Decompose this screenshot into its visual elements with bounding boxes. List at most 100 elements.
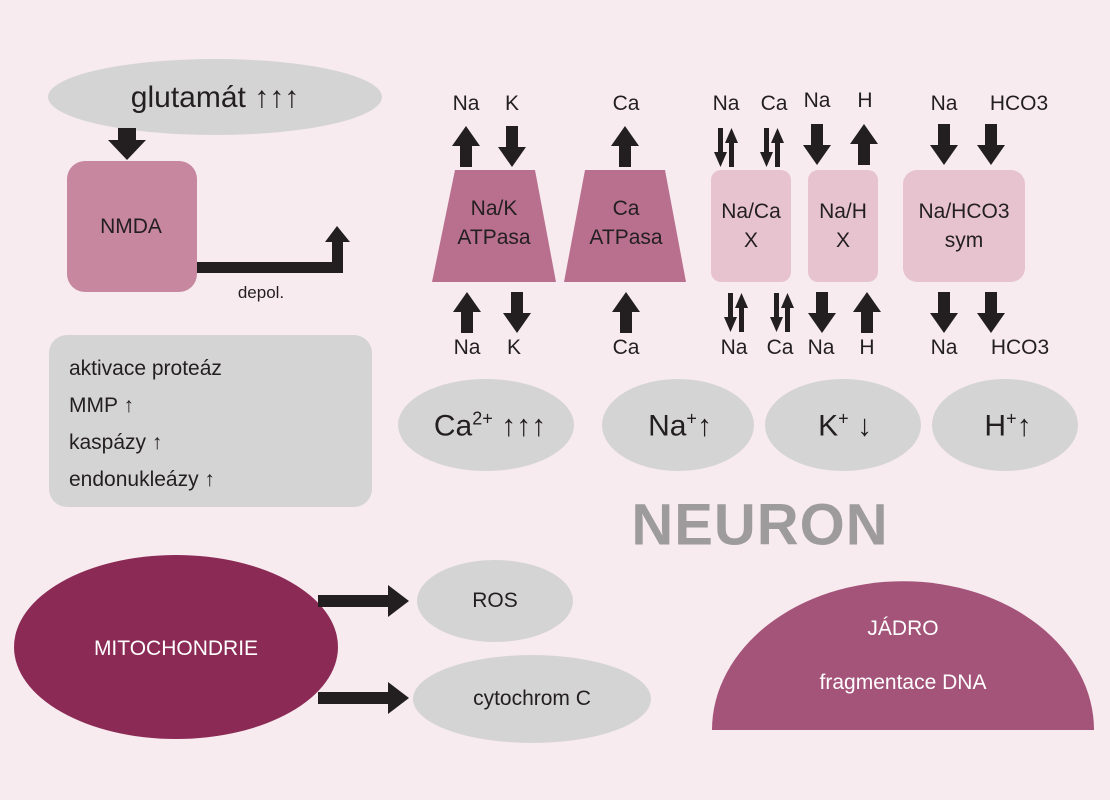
ion-change-arrow: ↑ bbox=[1016, 409, 1032, 443]
nucleus bbox=[712, 581, 1094, 730]
naca-label-2: X bbox=[743, 229, 759, 252]
top-transport-arrows bbox=[452, 124, 1005, 167]
ion-change-arrow: ↑ bbox=[696, 409, 712, 443]
ion-change-arrow: ↓ bbox=[856, 409, 872, 443]
arrow-down bbox=[930, 124, 958, 165]
ion-charge: 2+ bbox=[472, 408, 493, 429]
nah-bottom-h-label: H bbox=[859, 336, 875, 359]
nah-bottom-na-label: Na bbox=[807, 336, 835, 359]
nak-bottom-na-label: Na bbox=[453, 336, 481, 359]
na-hco3-symporter bbox=[903, 170, 1025, 282]
arrow-up bbox=[453, 292, 481, 333]
ion-oval-na bbox=[602, 379, 754, 471]
mitochondria-label: MITOCHONDRIE bbox=[93, 637, 259, 660]
arrow-down bbox=[770, 293, 783, 332]
mitochondria bbox=[14, 555, 338, 739]
enzyme-line: endonukleázy ↑ bbox=[69, 468, 215, 491]
nah-label-2: X bbox=[835, 229, 851, 252]
ion-change-arrow: ↑↑↑ bbox=[501, 409, 547, 443]
ion-oval-k bbox=[765, 379, 921, 471]
naca-top-na-label: Na bbox=[712, 92, 740, 115]
ca-pump-label-1: Ca bbox=[612, 197, 640, 220]
nahco3-label-2: sym bbox=[944, 229, 984, 252]
nmda-receptor bbox=[67, 161, 197, 292]
depolarization-arrow bbox=[197, 226, 350, 273]
cytochrome-c-label: cytochrom C bbox=[473, 687, 591, 710]
ion-symbol: K bbox=[818, 409, 839, 443]
arrow-up bbox=[850, 124, 878, 165]
glutamate-oval bbox=[48, 59, 382, 135]
arrow-up bbox=[735, 293, 748, 332]
cytochrome-c-oval bbox=[413, 655, 651, 743]
nak-label-2: ATPasa bbox=[457, 226, 531, 249]
nahco3-top-na-label: Na bbox=[930, 92, 958, 115]
glutamate-label: glutamát ↑↑↑ bbox=[130, 81, 300, 114]
arrow-up bbox=[452, 126, 480, 167]
naca-bottom-na-label: Na bbox=[720, 336, 748, 359]
ion-change-na: Na+↑ bbox=[648, 409, 712, 444]
ros-label: ROS bbox=[472, 589, 518, 612]
neuron-title: NEURON bbox=[631, 492, 889, 558]
arrow-up bbox=[781, 293, 794, 332]
arrow-down bbox=[977, 292, 1005, 333]
naca-label-1: Na/Ca bbox=[721, 200, 781, 223]
enzyme-line: MMP ↑ bbox=[69, 394, 134, 417]
ros-oval bbox=[417, 560, 573, 642]
arrow-up bbox=[612, 292, 640, 333]
arrow-down bbox=[760, 128, 773, 167]
ca-atpase bbox=[564, 170, 686, 282]
arrow-down bbox=[498, 126, 526, 167]
arrow-up bbox=[853, 292, 881, 333]
nmda-label: NMDA bbox=[100, 215, 162, 238]
arrow-down bbox=[803, 124, 831, 165]
ion-charge: + bbox=[686, 408, 697, 429]
na-k-atpase bbox=[432, 170, 556, 282]
nahco3-label-1: Na/HCO3 bbox=[918, 200, 1010, 223]
ion-change-h: H+↑ bbox=[984, 409, 1031, 444]
ca-pump-label-2: ATPasa bbox=[589, 226, 663, 249]
enzyme-line: aktivace proteáz bbox=[69, 357, 222, 380]
ion-change-k: K+ ↓ bbox=[818, 409, 872, 444]
enzyme-activation-box bbox=[49, 335, 372, 507]
nucleus-title: JÁDRO bbox=[867, 617, 939, 640]
mitochondria-to-ros-arrow bbox=[318, 585, 409, 617]
ion-change-ca: Ca2+ ↑↑↑ bbox=[434, 409, 546, 444]
mitochondria-to-cytochrome-arrow bbox=[318, 682, 409, 714]
ion-symbol: Ca bbox=[433, 409, 473, 443]
ion-symbol: H bbox=[984, 409, 1007, 443]
glutamate-to-nmda-arrow bbox=[108, 128, 146, 160]
nahco3-bottom-hco3-label: HCO3 bbox=[990, 336, 1050, 359]
na-ca-exchanger bbox=[711, 170, 791, 282]
nahco3-bottom-na-label: Na bbox=[930, 336, 958, 359]
arrow-down bbox=[724, 293, 737, 332]
naca-bottom-ca-label: Ca bbox=[766, 336, 794, 359]
arrow-down bbox=[503, 292, 531, 333]
naca-top-ca-label: Ca bbox=[760, 92, 788, 115]
bottom-transport-arrows bbox=[453, 292, 1005, 333]
arrow-down bbox=[977, 124, 1005, 165]
enzyme-list: aktivace proteáz MMP ↑ kaspázy ↑ endonuk… bbox=[69, 355, 222, 503]
nah-top-h-label: H bbox=[857, 89, 873, 112]
enzyme-line: kaspázy ↑ bbox=[69, 431, 163, 454]
arrow-up bbox=[725, 128, 738, 167]
ion-oval-ca bbox=[398, 379, 574, 471]
nak-label-1: Na/K bbox=[470, 197, 518, 220]
ion-charge: + bbox=[838, 408, 849, 429]
arrow-down bbox=[808, 292, 836, 333]
arrow-down bbox=[930, 292, 958, 333]
nah-top-na-label: Na bbox=[803, 89, 831, 112]
depol-label: depol. bbox=[237, 283, 285, 302]
ca-pump-top-label: Ca bbox=[612, 92, 640, 115]
arrow-up bbox=[611, 126, 639, 167]
nucleus-subtitle: fragmentace DNA bbox=[819, 671, 987, 694]
ion-oval-h bbox=[932, 379, 1078, 471]
nahco3-top-hco3-label: HCO3 bbox=[989, 92, 1049, 115]
arrow-down bbox=[714, 128, 727, 167]
nak-top-na-label: Na bbox=[452, 92, 480, 115]
ion-charge: + bbox=[1006, 408, 1017, 429]
ion-symbol: Na bbox=[648, 409, 687, 443]
ca-pump-bottom-label: Ca bbox=[612, 336, 640, 359]
na-h-exchanger bbox=[808, 170, 878, 282]
